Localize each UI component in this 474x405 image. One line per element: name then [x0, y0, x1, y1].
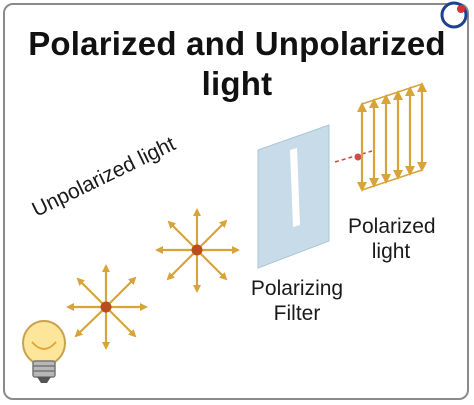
polarized-light-label: Polarized light [348, 214, 436, 264]
polarized-wave-arrows [357, 82, 427, 192]
light-beam-line [334, 150, 373, 163]
light-bulb-icon [22, 320, 66, 383]
logo-icon [440, 1, 468, 29]
title-line-1: Polarized and Unpolarized [28, 25, 446, 62]
polarized-label-line-2: light [371, 240, 411, 263]
polarizing-filter [257, 124, 330, 269]
diagram-title: Polarized and Unpolarized light [0, 24, 474, 104]
unpolarized-wave-star-1 [66, 264, 148, 350]
polarized-beam-dot [354, 153, 362, 161]
polarizing-filter-label: Polarizing Filter [242, 276, 352, 326]
unpolarized-wave-star-2 [155, 208, 240, 293]
filter-label-line-2: Filter [273, 302, 321, 325]
title-line-2: light [201, 65, 273, 102]
filter-label-line-1: Polarizing [250, 277, 344, 300]
polarized-label-line-1: Polarized [348, 215, 436, 238]
